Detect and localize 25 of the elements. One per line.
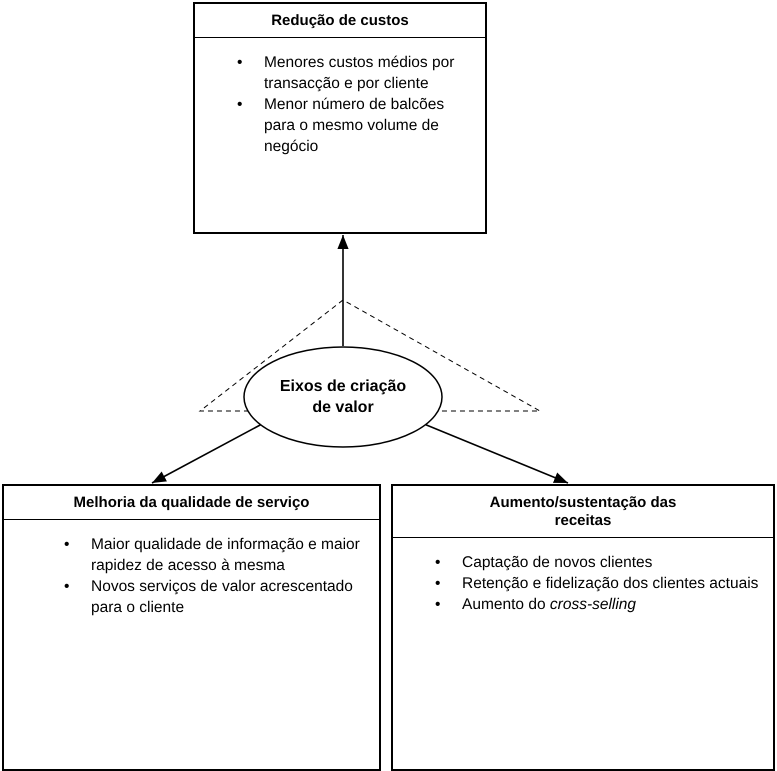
text-box	[2, 484, 381, 771]
ellipse-node	[243, 346, 443, 448]
bullet-item: Maior qualidade de informação e maior rapidez de acesso à mesma	[91, 535, 361, 576]
bullet-item: Aumento do cross-selling	[462, 595, 636, 615]
bullet-item: Captação de novos clientes	[462, 553, 652, 573]
arrow	[337, 235, 349, 346]
bullet: •	[64, 577, 70, 597]
bullet: •	[435, 553, 442, 573]
bullet-item: Retenção e fidelização dos clientes actuais	[462, 574, 758, 594]
box-heading: Redução de custos	[195, 4, 485, 38]
bullet: •	[237, 95, 244, 115]
bullet: •	[435, 595, 442, 615]
text-box	[193, 2, 487, 234]
bullet: •	[64, 535, 70, 555]
bullet: •	[237, 53, 244, 73]
bullet-item: Menores custos médios por transacção e por cliente	[264, 53, 456, 94]
text-box	[391, 484, 775, 771]
box-heading: Melhoria da qualidade de serviço	[4, 486, 379, 520]
bullet: •	[435, 574, 442, 594]
box-heading: Aumento/sustentação das receitas	[393, 486, 773, 538]
bullet-item: Menor número de balcões para o mesmo volume de negócio	[264, 95, 446, 157]
bullet-item: Novos serviços de valor acrescentado para o cliente	[91, 577, 354, 618]
node-label: Eixos de criação de valor	[278, 377, 408, 418]
arrow	[152, 423, 262, 484]
arrow	[424, 423, 568, 484]
